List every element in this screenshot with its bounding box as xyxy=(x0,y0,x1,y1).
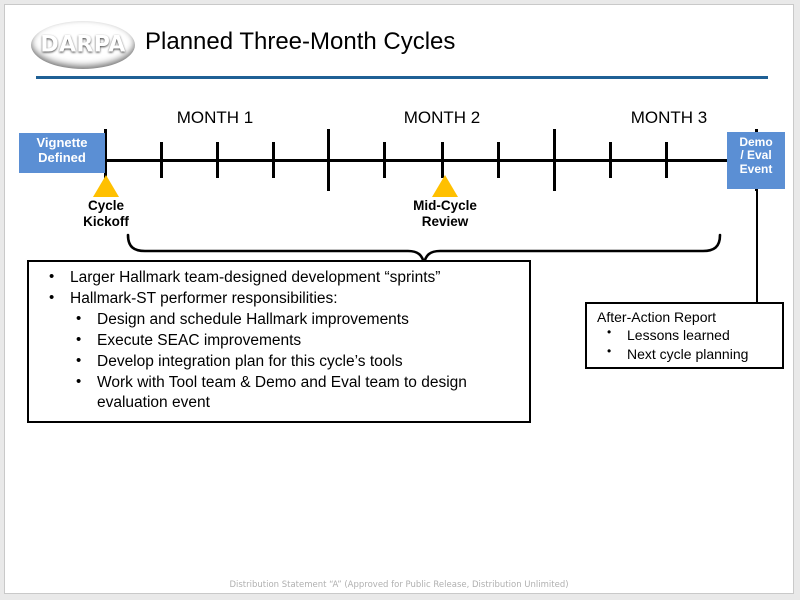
list-item: Design and schedule Hallmark improvement… xyxy=(66,309,519,330)
darpa-logo-text: DARPA xyxy=(40,32,126,58)
page-title: Planned Three-Month Cycles xyxy=(145,28,456,55)
month-label-1: MONTH 1 xyxy=(176,108,254,127)
cycle-activities-list: Larger Hallmark team-designed developmen… xyxy=(39,267,519,309)
demo-eval-line2: / Eval xyxy=(740,148,772,163)
cycle-kickoff-label-line2: Kickoff xyxy=(83,214,129,230)
tick-week-7 xyxy=(609,142,612,178)
demo-eval-event-box[interactable]: Demo / Eval Event xyxy=(727,132,785,189)
cycle-activities-sublist-wrap: Design and schedule Hallmark improvement… xyxy=(39,309,519,413)
after-action-report-list: Lessons learned Next cycle planning xyxy=(597,325,774,364)
tick-week-8 xyxy=(665,142,668,178)
cycle-activities-sublist: Design and schedule Hallmark improvement… xyxy=(66,309,519,413)
vignette-defined-line2: Defined xyxy=(38,149,86,165)
tick-week-1 xyxy=(160,142,163,178)
cycle-kickoff-label-line1: Cycle xyxy=(87,198,125,213)
demo-eval-line3: Event xyxy=(739,161,773,176)
list-item: Lessons learned xyxy=(597,325,774,345)
mid-cycle-review-label-line2: Review xyxy=(421,214,469,230)
tick-week-2 xyxy=(216,142,219,178)
slide-canvas: DARPA Planned Three-Month Cycles MONTH 1… xyxy=(4,4,794,594)
tick-month-2-end xyxy=(553,129,556,191)
demo-to-aar-connector xyxy=(756,189,758,304)
timeline-axis xyxy=(105,159,757,162)
mid-cycle-review-label-line1: Mid-Cycle xyxy=(413,198,477,213)
mid-cycle-review-label: Mid-Cycle Review xyxy=(413,198,477,230)
vignette-defined-line1: Vignette xyxy=(36,135,88,150)
list-item: Hallmark-ST performer responsibilities: xyxy=(39,288,519,309)
list-item: Develop integration plan for this cycle’… xyxy=(66,351,519,372)
title-divider xyxy=(36,76,768,79)
tick-week-4 xyxy=(383,142,386,178)
tick-month-start xyxy=(104,129,107,191)
vignette-defined-box[interactable]: Vignette Defined xyxy=(19,133,105,173)
after-action-report-box: After-Action Report Lessons learned Next… xyxy=(585,302,784,369)
list-item: Work with Tool team & Demo and Eval team… xyxy=(66,372,519,413)
month-label-3: MONTH 3 xyxy=(630,108,708,127)
list-item: Larger Hallmark team-designed developmen… xyxy=(39,267,519,288)
list-item: Next cycle planning xyxy=(597,344,774,364)
distribution-statement: Distribution Statement “A” (Approved for… xyxy=(229,580,569,590)
demo-eval-line1: Demo xyxy=(739,135,773,149)
month-label-2: MONTH 2 xyxy=(403,108,481,127)
tick-week-6 xyxy=(497,142,500,178)
cycle-kickoff-label: Cycle Kickoff xyxy=(83,198,129,230)
cycle-activities-box: Larger Hallmark team-designed developmen… xyxy=(27,260,531,423)
tick-month-1-end xyxy=(327,129,330,191)
cycle-kickoff-marker-icon xyxy=(93,175,119,197)
tick-week-5 xyxy=(441,142,444,178)
after-action-report-title: After-Action Report xyxy=(597,309,717,325)
darpa-logo: DARPA xyxy=(31,21,135,69)
mid-cycle-review-marker-icon xyxy=(432,175,458,197)
tick-week-3 xyxy=(272,142,275,178)
list-item: Execute SEAC improvements xyxy=(66,330,519,351)
